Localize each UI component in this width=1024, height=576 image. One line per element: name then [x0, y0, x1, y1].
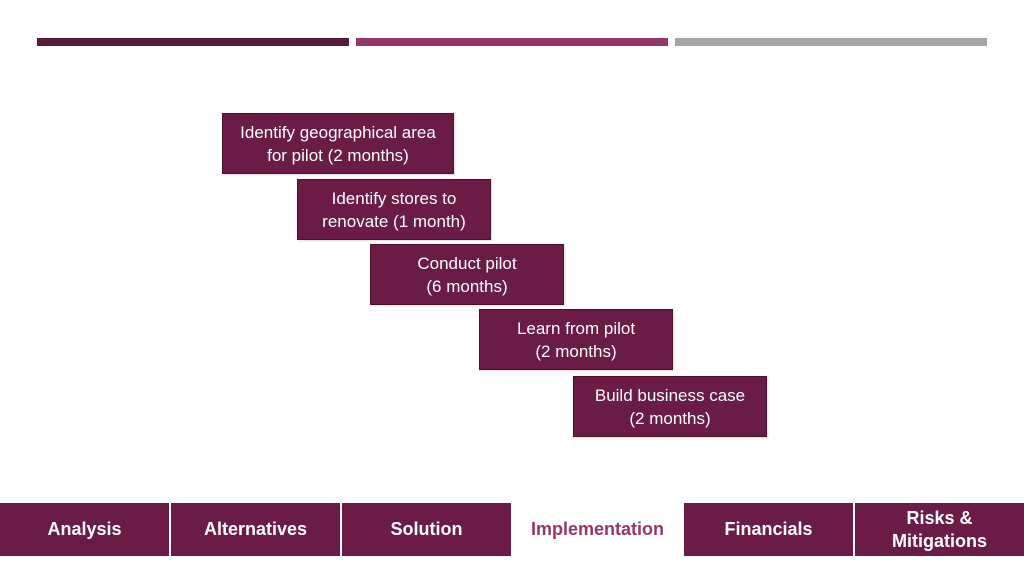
- tab-label: Solution: [390, 519, 463, 539]
- header-bar-mid: [356, 38, 668, 46]
- step-build-business-case: Build business case (2 months): [573, 376, 767, 437]
- section-nav: Analysis Alternatives Solution Implement…: [0, 503, 1024, 556]
- tab-label: Implementation: [530, 519, 664, 539]
- step-learn-from-pilot: Learn from pilot (2 months): [479, 309, 673, 370]
- step-label: Identify geographical area for pilot (2 …: [240, 122, 436, 165]
- tab-risks-mitigations[interactable]: Risks & Mitigations: [855, 503, 1024, 556]
- step-conduct-pilot: Conduct pilot (6 months): [370, 244, 564, 305]
- step-label: Conduct pilot (6 months): [417, 253, 517, 296]
- step-label: Learn from pilot (2 months): [516, 318, 636, 361]
- step-identify-stores: Identify stores to renovate (1 month): [297, 179, 491, 240]
- tab-label: Analysis: [47, 519, 122, 539]
- tab-analysis[interactable]: Analysis: [0, 503, 171, 556]
- tab-solution[interactable]: Solution: [342, 503, 513, 556]
- step-label: Build business case (2 months): [594, 385, 746, 428]
- header-bar-dark: [37, 38, 349, 46]
- tab-alternatives[interactable]: Alternatives: [171, 503, 342, 556]
- tab-label: Alternatives: [203, 519, 308, 539]
- tab-financials[interactable]: Financials: [684, 503, 855, 556]
- tab-label: Financials: [724, 519, 813, 539]
- tab-label: Risks & Mitigations: [892, 507, 987, 551]
- tab-implementation[interactable]: Implementation: [513, 503, 684, 556]
- step-identify-area: Identify geographical area for pilot (2 …: [222, 113, 454, 174]
- header-bar-grey: [675, 38, 987, 46]
- step-label: Identify stores to renovate (1 month): [322, 188, 466, 231]
